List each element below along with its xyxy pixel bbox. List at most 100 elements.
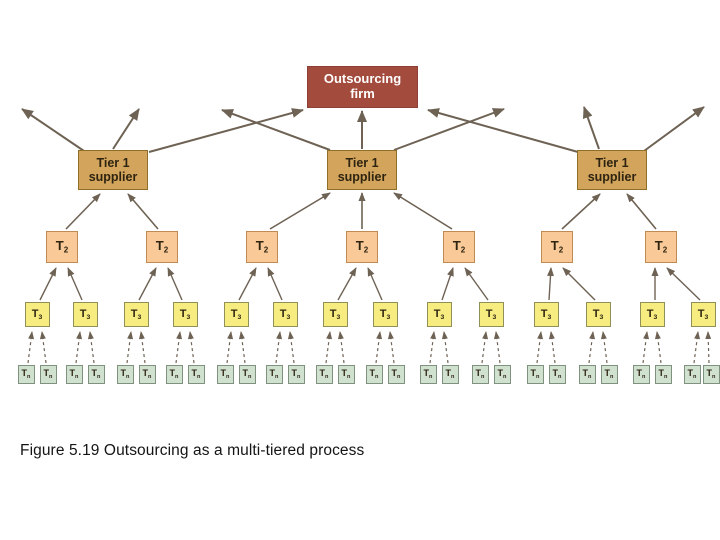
tier-subscript: n bbox=[375, 374, 379, 381]
t3-to-t2-arrow bbox=[267, 267, 283, 301]
outsourcing-firm-node: Outsourcing firm bbox=[307, 66, 418, 108]
t3-node-label: T3 bbox=[32, 308, 43, 322]
tier1-to-firm-arrow bbox=[643, 106, 705, 152]
tier1-to-firm-arrow bbox=[427, 108, 579, 153]
tier-letter: T bbox=[230, 307, 238, 320]
tier-letter: T bbox=[120, 368, 127, 379]
tn-to-t3-arrow bbox=[138, 331, 146, 364]
tier-subscript: n bbox=[642, 374, 646, 381]
t2-to-tier1-arrow bbox=[65, 193, 101, 230]
tn-to-t3-arrow bbox=[27, 331, 35, 364]
t3-to-t2-arrow bbox=[464, 267, 489, 301]
t2-to-tier1-arrow bbox=[127, 193, 159, 230]
tier-subscript: 2 bbox=[363, 245, 369, 255]
t2-node-4: T2 bbox=[346, 231, 378, 263]
tier-subscript: n bbox=[664, 374, 668, 381]
tn-node-label: Tn bbox=[22, 368, 31, 380]
tn-node-13: Tn bbox=[315, 365, 333, 384]
t3-node-13: T3 bbox=[639, 302, 665, 327]
tier-subscript: 2 bbox=[558, 245, 564, 255]
tn-node-14: Tn bbox=[337, 365, 355, 384]
tier-subscript: n bbox=[126, 374, 130, 381]
tier-subscript: 3 bbox=[86, 313, 91, 321]
tn-node-20: Tn bbox=[493, 365, 511, 384]
tier1-to-firm-arrow bbox=[21, 108, 85, 152]
tier-subscript: 2 bbox=[662, 245, 668, 255]
tn-node-label: Tn bbox=[92, 368, 101, 380]
tier1-to-firm-arrow bbox=[148, 108, 304, 153]
t3-node-14: T3 bbox=[690, 302, 716, 327]
t2-node-label: T2 bbox=[655, 238, 668, 255]
tn-node-24: Tn bbox=[600, 365, 618, 384]
t3-to-t2-arrow bbox=[39, 267, 57, 301]
tier1-supplier-node-1: Tier 1 supplier bbox=[78, 150, 148, 190]
tn-to-t3-arrow bbox=[175, 331, 183, 364]
tn-node-label: Tn bbox=[531, 368, 540, 380]
tn-node-label: Tn bbox=[553, 368, 562, 380]
tier-subscript: n bbox=[712, 374, 716, 381]
tier-letter: T bbox=[646, 307, 654, 320]
tier-letter: T bbox=[355, 238, 364, 254]
tn-to-t3-arrow bbox=[493, 331, 501, 364]
tier-subscript: 3 bbox=[653, 313, 658, 321]
tier-subscript: n bbox=[347, 374, 351, 381]
tier1-supplier-node-3: Tier 1 supplier bbox=[577, 150, 647, 190]
t3-node-label: T3 bbox=[180, 308, 191, 322]
tier-subscript: n bbox=[175, 374, 179, 381]
tn-node-4: Tn bbox=[87, 365, 105, 384]
tn-node-11: Tn bbox=[265, 365, 283, 384]
t2-node-label: T2 bbox=[453, 238, 465, 255]
t3-node-12: T3 bbox=[585, 302, 611, 327]
tn-node-label: Tn bbox=[688, 368, 697, 380]
tier-subscript: 3 bbox=[186, 313, 191, 321]
tier-subscript: 2 bbox=[263, 245, 269, 255]
tn-node-21: Tn bbox=[526, 365, 544, 384]
tier-subscript: 3 bbox=[286, 313, 291, 321]
tier-letter: T bbox=[169, 368, 176, 379]
tn-node-label: Tn bbox=[170, 368, 179, 380]
tier-subscript: n bbox=[27, 374, 31, 381]
t2-node-1: T2 bbox=[46, 231, 78, 263]
tier-letter: T bbox=[379, 307, 387, 320]
tn-node-label: Tn bbox=[270, 368, 279, 380]
tier-letter: T bbox=[552, 368, 559, 379]
t3-to-t2-arrow bbox=[367, 267, 383, 301]
tier-letter: T bbox=[582, 368, 589, 379]
t3-to-t2-arrow bbox=[441, 267, 454, 301]
tn-node-label: Tn bbox=[292, 368, 301, 380]
tier-letter: T bbox=[142, 368, 149, 379]
tier-letter: T bbox=[423, 368, 430, 379]
t2-node-label: T2 bbox=[256, 238, 269, 255]
tn-node-label: Tn bbox=[446, 368, 455, 380]
t3-node-7: T3 bbox=[322, 302, 348, 327]
t3-node-10: T3 bbox=[478, 302, 504, 327]
tn-node-label: Tn bbox=[121, 368, 130, 380]
tier-subscript: n bbox=[248, 374, 252, 381]
tier-subscript: n bbox=[429, 374, 433, 381]
figure-caption: Figure 5.19 Outsourcing as a multi-tiere… bbox=[20, 442, 365, 459]
tn-to-t3-arrow bbox=[441, 331, 449, 364]
tier1-to-firm-arrow bbox=[582, 106, 600, 150]
tier-subscript: 3 bbox=[547, 313, 552, 321]
tn-node-7: Tn bbox=[165, 365, 183, 384]
tn-to-t3-arrow bbox=[588, 331, 596, 364]
tn-to-t3-arrow bbox=[387, 331, 395, 364]
tier-letter: T bbox=[191, 368, 198, 379]
tn-to-t3-arrow bbox=[705, 331, 712, 364]
tier-subscript: n bbox=[325, 374, 329, 381]
t2-node-3: T2 bbox=[246, 231, 278, 263]
tier-letter: T bbox=[475, 368, 482, 379]
tier-letter: T bbox=[319, 368, 326, 379]
tn-node-15: Tn bbox=[365, 365, 383, 384]
tier-letter: T bbox=[91, 368, 98, 379]
tn-to-t3-arrow bbox=[548, 331, 556, 364]
tier-letter: T bbox=[540, 307, 548, 320]
tn-node-22: Tn bbox=[548, 365, 566, 384]
tn-node-27: Tn bbox=[683, 365, 701, 384]
t3-to-t2-arrow bbox=[138, 267, 157, 301]
tier-subscript: 3 bbox=[137, 313, 142, 321]
t3-node-label: T3 bbox=[231, 308, 242, 322]
t3-to-t2-arrow bbox=[238, 267, 257, 301]
tier-subscript: 3 bbox=[440, 313, 445, 321]
tier-subscript: n bbox=[75, 374, 79, 381]
